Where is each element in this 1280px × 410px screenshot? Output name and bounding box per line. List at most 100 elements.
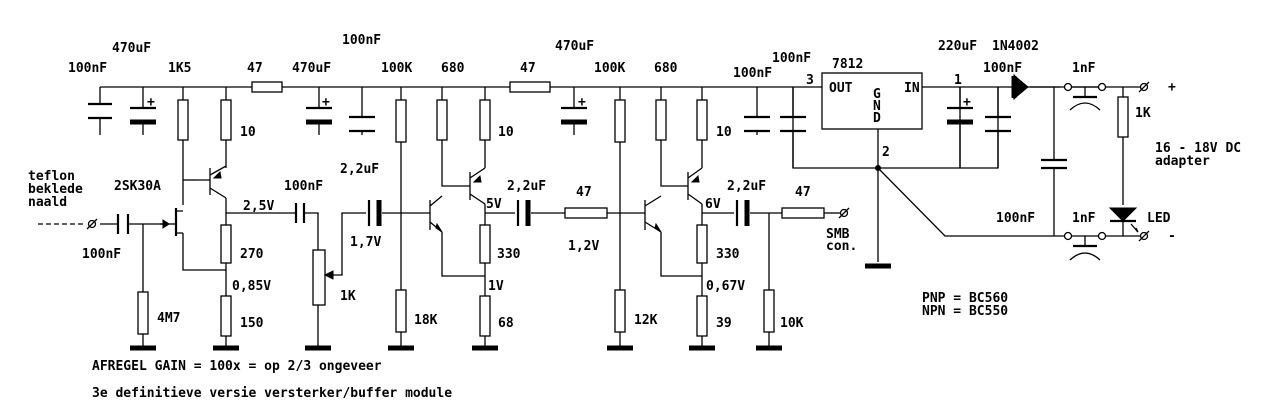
- capacitor-100nF-input: [116, 214, 130, 234]
- svg-text:+: +: [963, 95, 971, 110]
- label-v-6: 6V: [705, 197, 721, 212]
- label-c-470uF-a: 470uF: [112, 41, 151, 56]
- transistor-npn-stage2: [429, 195, 485, 277]
- label-r-270: 270: [240, 247, 264, 262]
- smb-connector-icon: [838, 207, 850, 219]
- capacitor-2.2uF-c: [735, 200, 782, 226]
- label-v-0.67: 0,67V: [706, 279, 745, 294]
- resistor-100K-a: [395, 99, 407, 143]
- label-c-100nF-top: 100nF: [342, 33, 381, 48]
- label-r-1K-led: 1K: [1135, 106, 1151, 121]
- resistor-270: [220, 224, 232, 264]
- label-adapter-2: adapter: [1155, 154, 1210, 169]
- label-c-470uF-b: 470uF: [292, 61, 331, 76]
- label-input-3: naald: [28, 195, 67, 210]
- transistor-fet-2SK30A: [160, 208, 226, 271]
- resistor-47-series: [564, 207, 608, 219]
- label-c-2.2uF-b: 2,2uF: [507, 179, 546, 194]
- transistor-pnp-stage1: [183, 165, 227, 220]
- resistor-1K5: [177, 99, 189, 141]
- label-r-10K: 10K: [780, 316, 804, 331]
- label-led: LED: [1147, 211, 1171, 226]
- label-reg-pin3: 3: [806, 73, 814, 88]
- capacitor-220uF: +: [947, 87, 973, 168]
- label-reg-pin1: 1: [954, 73, 962, 88]
- resistor-10-a: [220, 99, 232, 141]
- label-r-68: 68: [498, 316, 514, 331]
- label-c-100nF-reg-in: 100nF: [733, 66, 772, 81]
- resistor-47-rail-a: [251, 81, 283, 93]
- label-reg-gnd-g: G: [873, 87, 881, 102]
- transistor-npn-stage3: [644, 195, 702, 277]
- resistor-18K: [395, 289, 407, 333]
- resistor-150: [220, 295, 232, 337]
- label-r-18K: 18K: [414, 313, 438, 328]
- label-input-2: beklede: [28, 182, 83, 197]
- label-c-1nF-top: 1nF: [1072, 61, 1096, 76]
- label-r-39: 39: [716, 316, 732, 331]
- note-gain: AFREGEL GAIN = 100x = op 2/3 ongeveer: [92, 359, 382, 374]
- label-r-100K-b: 100K: [594, 61, 625, 76]
- label-reg-gnd-n: N: [873, 99, 881, 114]
- capacitor-470uF-rail-c: +: [561, 87, 587, 135]
- resistor-680-b: [655, 99, 667, 141]
- label-r-680-a: 680: [441, 61, 465, 76]
- junction-dot: [875, 165, 881, 171]
- resistor-680-a: [436, 99, 448, 141]
- resistor-330-a: [479, 224, 491, 264]
- terminal-plus-icon: [1138, 81, 1150, 93]
- capacitor-100nF-rail-c: [744, 87, 770, 135]
- label-r-10-c: 10: [716, 125, 732, 140]
- label-input-1: teflon: [28, 169, 75, 184]
- resistor-12K: [614, 289, 626, 333]
- label-npn-note: NPN = BC550: [922, 304, 1008, 319]
- potentiometer-1K: [312, 249, 326, 306]
- regulator-7812: [821, 72, 923, 130]
- capacitor-470uF-rail-a: +: [130, 87, 156, 135]
- label-c-1nF-bottom: 1nF: [1072, 211, 1096, 226]
- label-reg-pin2: 2: [882, 145, 890, 160]
- label-c-100nF-in: 100nF: [82, 247, 121, 262]
- label-c-470uF-c: 470uF: [555, 39, 594, 54]
- label-v-5: 5V: [486, 197, 502, 212]
- label-c-100nF-adp: 100nF: [983, 61, 1022, 76]
- capacitor-1nF-top: [1063, 82, 1107, 111]
- resistor-4M7: [137, 291, 149, 335]
- resistor-47-output: [781, 207, 825, 219]
- transistor-pnp-stage2: [469, 167, 486, 225]
- resistor-10-b: [479, 99, 491, 141]
- label-r-1K5: 1K5: [168, 61, 191, 76]
- label-r-100K-a: 100K: [381, 61, 412, 76]
- capacitor-100nF-rail: [88, 87, 112, 135]
- label-v-0.85: 0,85V: [232, 279, 271, 294]
- label-smb-2: con.: [826, 239, 857, 254]
- label-smb-1: SMB: [826, 227, 850, 242]
- label-c-2.2uF-c: 2,2uF: [727, 179, 766, 194]
- label-regulator-7812: 7812: [832, 57, 863, 72]
- resistor-68: [479, 295, 491, 337]
- note-version: 3e definitieve versie versterker/buffer …: [92, 386, 452, 401]
- capacitor-100nF-coupling: [294, 203, 306, 223]
- label-v-1: 1V: [488, 279, 504, 294]
- label-v-1.7: 1,7V: [350, 235, 381, 250]
- svg-text:+: +: [322, 95, 330, 110]
- label-c-100nF-reg-out: 100nF: [772, 51, 811, 66]
- label-r-150: 150: [240, 316, 264, 331]
- label-fet-2SK30A: 2SK30A: [114, 179, 161, 194]
- label-c-100nF-coupling: 100nF: [284, 179, 323, 194]
- label-plus: +: [1168, 80, 1176, 95]
- label-r-10-b: 10: [498, 125, 514, 140]
- resistor-47-rail-b: [509, 81, 551, 93]
- resistor-10K: [763, 289, 775, 333]
- capacitor-2.2uF-a: [367, 200, 430, 226]
- led-icon: [1108, 207, 1139, 233]
- label-c-220uF: 220uF: [938, 39, 977, 54]
- resistor-100K-b: [614, 99, 626, 143]
- label-diode-1N4002: 1N4002: [992, 39, 1039, 54]
- label-r-10-a: 10: [240, 125, 256, 140]
- resistor-10-c: [696, 99, 708, 141]
- label-r-47-d: 47: [795, 185, 811, 200]
- resistor-330-b: [696, 224, 708, 264]
- input-needle-icon: [38, 218, 98, 230]
